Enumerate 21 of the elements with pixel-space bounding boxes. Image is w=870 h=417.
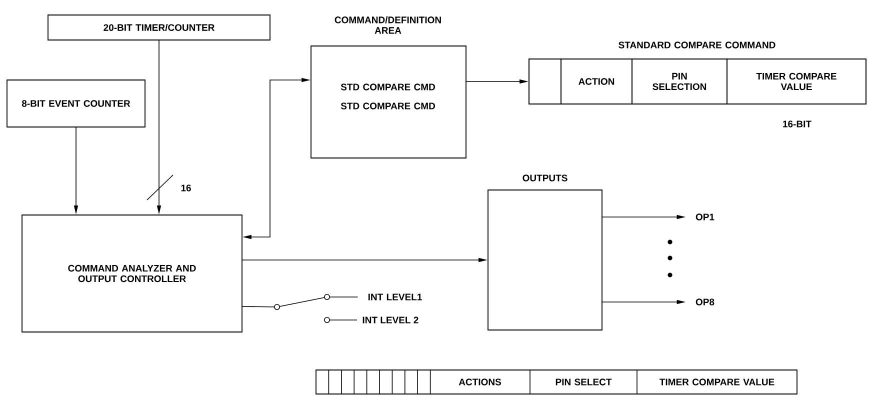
memory-box: COMMAND/DEFINITION AREA STD COMPARE CMD STD COMPARE CMD [310,16,466,158]
controller-box: COMMAND ANALYZER AND OUTPUT CONTROLLER [22,214,242,332]
node-label: STANDARD COMPARE COMMAND [618,42,776,48]
output-label: OP1 [696,214,714,220]
register-cell: ACTION [560,58,632,104]
output-label: OP8 [696,298,714,306]
register-cell: PIN SELECTION [632,58,728,104]
field-label: PIN SELECT [556,378,612,386]
edge-label: 16 [181,184,191,192]
timer-box: 20-BIT TIMER/COUNTER [48,14,270,40]
node-label: OUTPUTS [522,174,568,182]
counter-box: 8-BIT EVENT COUNTER [6,80,146,128]
register-cell: TIMER COMPARE VALUE [726,58,866,104]
interrupt-label: INT LEVEL 2 [362,316,418,324]
size-note: 16-BIT [783,120,812,128]
field-label: TIMER COMPARE VALUE [660,378,774,386]
node-label: COMMAND/DEFINITION AREA [334,16,441,34]
outputs-box: OUTPUTS [488,174,602,330]
interrupt-label: INT LEVEL1 [368,294,422,300]
register-cell [528,58,562,104]
field-label: ACTIONS [458,378,502,386]
